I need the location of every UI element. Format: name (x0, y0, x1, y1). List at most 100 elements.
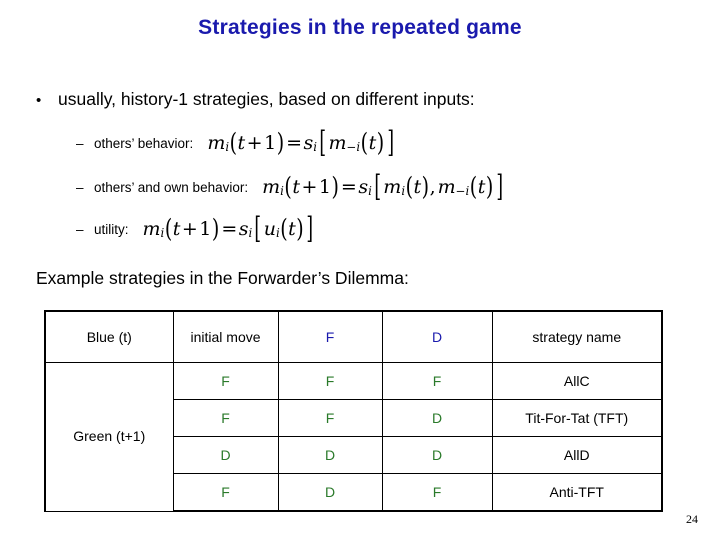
formula-fn-sub: i (368, 183, 372, 198)
formula-term-var: u (263, 218, 276, 240)
dash-marker-icon: – (76, 222, 84, 237)
formula-term2-arg: t (477, 176, 486, 198)
formula-bracket-open: [ (254, 211, 262, 246)
formula-arg-open: ( (164, 214, 173, 244)
formula-lhs-var: m (207, 132, 226, 154)
cell-response-f: D (277, 473, 383, 512)
formula-fn-sub: i (313, 139, 318, 154)
header-cell-blue-t: Blue (t) (44, 310, 174, 363)
formula-arg-num: 1 (318, 176, 331, 198)
formula-arg-open: ( (229, 128, 238, 158)
formula-equals: = (221, 218, 238, 240)
page-title: Strategies in the repeated game (198, 16, 522, 39)
cell-initial-move: D (172, 436, 279, 474)
formula-arg-num: 1 (264, 132, 277, 154)
formula-bracket-open: [ (319, 125, 327, 160)
formula-arg-op: + (181, 218, 198, 240)
cell-initial-move: F (172, 362, 279, 400)
table-row: D D D AllD (45, 436, 663, 474)
formula-term-sub: i (401, 183, 406, 198)
formula-term-open: ( (280, 214, 288, 244)
cell-response-d: D (381, 436, 493, 474)
formula-arg-var: t (237, 132, 246, 154)
formula-bracket-close: ] (386, 125, 394, 160)
formula-term2-open: ( (469, 172, 478, 202)
cell-response-f: D (277, 436, 383, 474)
cell-response-f: F (277, 362, 383, 400)
formula-lhs-sub: i (225, 139, 230, 154)
formula-arg-close: ) (211, 214, 220, 244)
formula-equals: = (340, 176, 357, 198)
formula-fn-sub: i (248, 225, 253, 240)
formula-fn-var: s (358, 176, 369, 198)
subitem-label: others’ and own behavior: (94, 180, 249, 195)
formula-arg-close: ) (276, 128, 285, 158)
formula-term-var: m (328, 132, 347, 154)
dash-marker-icon: – (76, 136, 84, 151)
cell-response-d: D (381, 399, 493, 437)
formula-term-arg: t (288, 218, 296, 240)
header-cell-strategy-name: strategy name (491, 310, 663, 363)
formula-term-sub: −i (346, 139, 361, 154)
table-row: Green (t+1) F F F AllC (44, 362, 663, 512)
cell-strategy-name: Tit-For-Tat (TFT) (491, 399, 663, 437)
formula-fn-var: s (238, 218, 249, 240)
header-cell-d: D (381, 310, 493, 363)
formula-bracket-open: [ (374, 169, 381, 204)
cell-strategy-name: AllC (491, 362, 663, 400)
cell-strategy-name: AllD (491, 436, 663, 474)
header-cell-f: F (277, 310, 383, 363)
formula-term2-var: m (437, 176, 456, 198)
bullet-marker-icon: • (36, 92, 42, 109)
header-cell-initial-move: initial move (172, 310, 279, 363)
formula-term-close: ) (296, 214, 304, 244)
formula-arg-var: t (292, 176, 300, 198)
row-label-green-t1: Green (t+1) (44, 362, 174, 512)
formula-term-open: ( (405, 172, 413, 202)
formula-term-comma: , (429, 176, 436, 198)
formula-fn-var: s (303, 132, 314, 154)
formula-term2-close: ) (485, 172, 494, 202)
cell-response-f: F (277, 399, 383, 437)
formula-bracket-close: ] (306, 211, 314, 246)
bullet-item-label: usually, history-1 strategies, based on … (58, 89, 475, 109)
formula-arg-num: 1 (199, 218, 212, 240)
table-row: F F D Tit-For-Tat (TFT) (45, 399, 663, 437)
page-number: 24 (686, 512, 698, 526)
cell-initial-move: F (172, 399, 279, 437)
formula-term2-sub: −i (455, 183, 470, 198)
cell-strategy-name: Anti-TFT (491, 473, 663, 512)
formula-arg-open: ( (284, 172, 292, 202)
formula-lhs-sub: i (160, 225, 165, 240)
bullet-item-inputs: • usually, history-1 strategies, based o… (36, 89, 696, 110)
example-caption: Example strategies in the Forwarder’s Di… (36, 268, 409, 288)
table-header-row: Blue (t) initial move F D strategy name (44, 310, 663, 363)
formula-term-arg: t (368, 132, 377, 154)
dash-marker-icon: – (76, 180, 84, 195)
cell-initial-move: F (172, 473, 279, 512)
strategy-table: Blue (t) initial move F D strategy name … (44, 310, 663, 512)
formula-arg-op: + (301, 176, 318, 198)
formula-arg-var: t (172, 218, 181, 240)
formula-lhs-var: m (262, 176, 281, 198)
table-row: F D F Anti-TFT (45, 473, 663, 512)
subitem-label: utility: (94, 222, 129, 237)
formula-lhs-sub: i (280, 183, 284, 198)
formula-arg-op: + (246, 132, 263, 154)
cell-response-d: F (381, 362, 493, 400)
cell-response-d: F (381, 473, 493, 512)
formula-lhs-var: m (142, 218, 161, 240)
formula-term-var: m (383, 176, 402, 198)
formula-arg-close: ) (331, 172, 339, 202)
subitem-label: others’ behavior: (94, 136, 194, 151)
formula-term-close: ) (421, 172, 430, 202)
formula-term-arg: t (413, 176, 422, 198)
formula-term-open: ( (360, 128, 369, 158)
formula-term-sub: i (275, 225, 280, 240)
